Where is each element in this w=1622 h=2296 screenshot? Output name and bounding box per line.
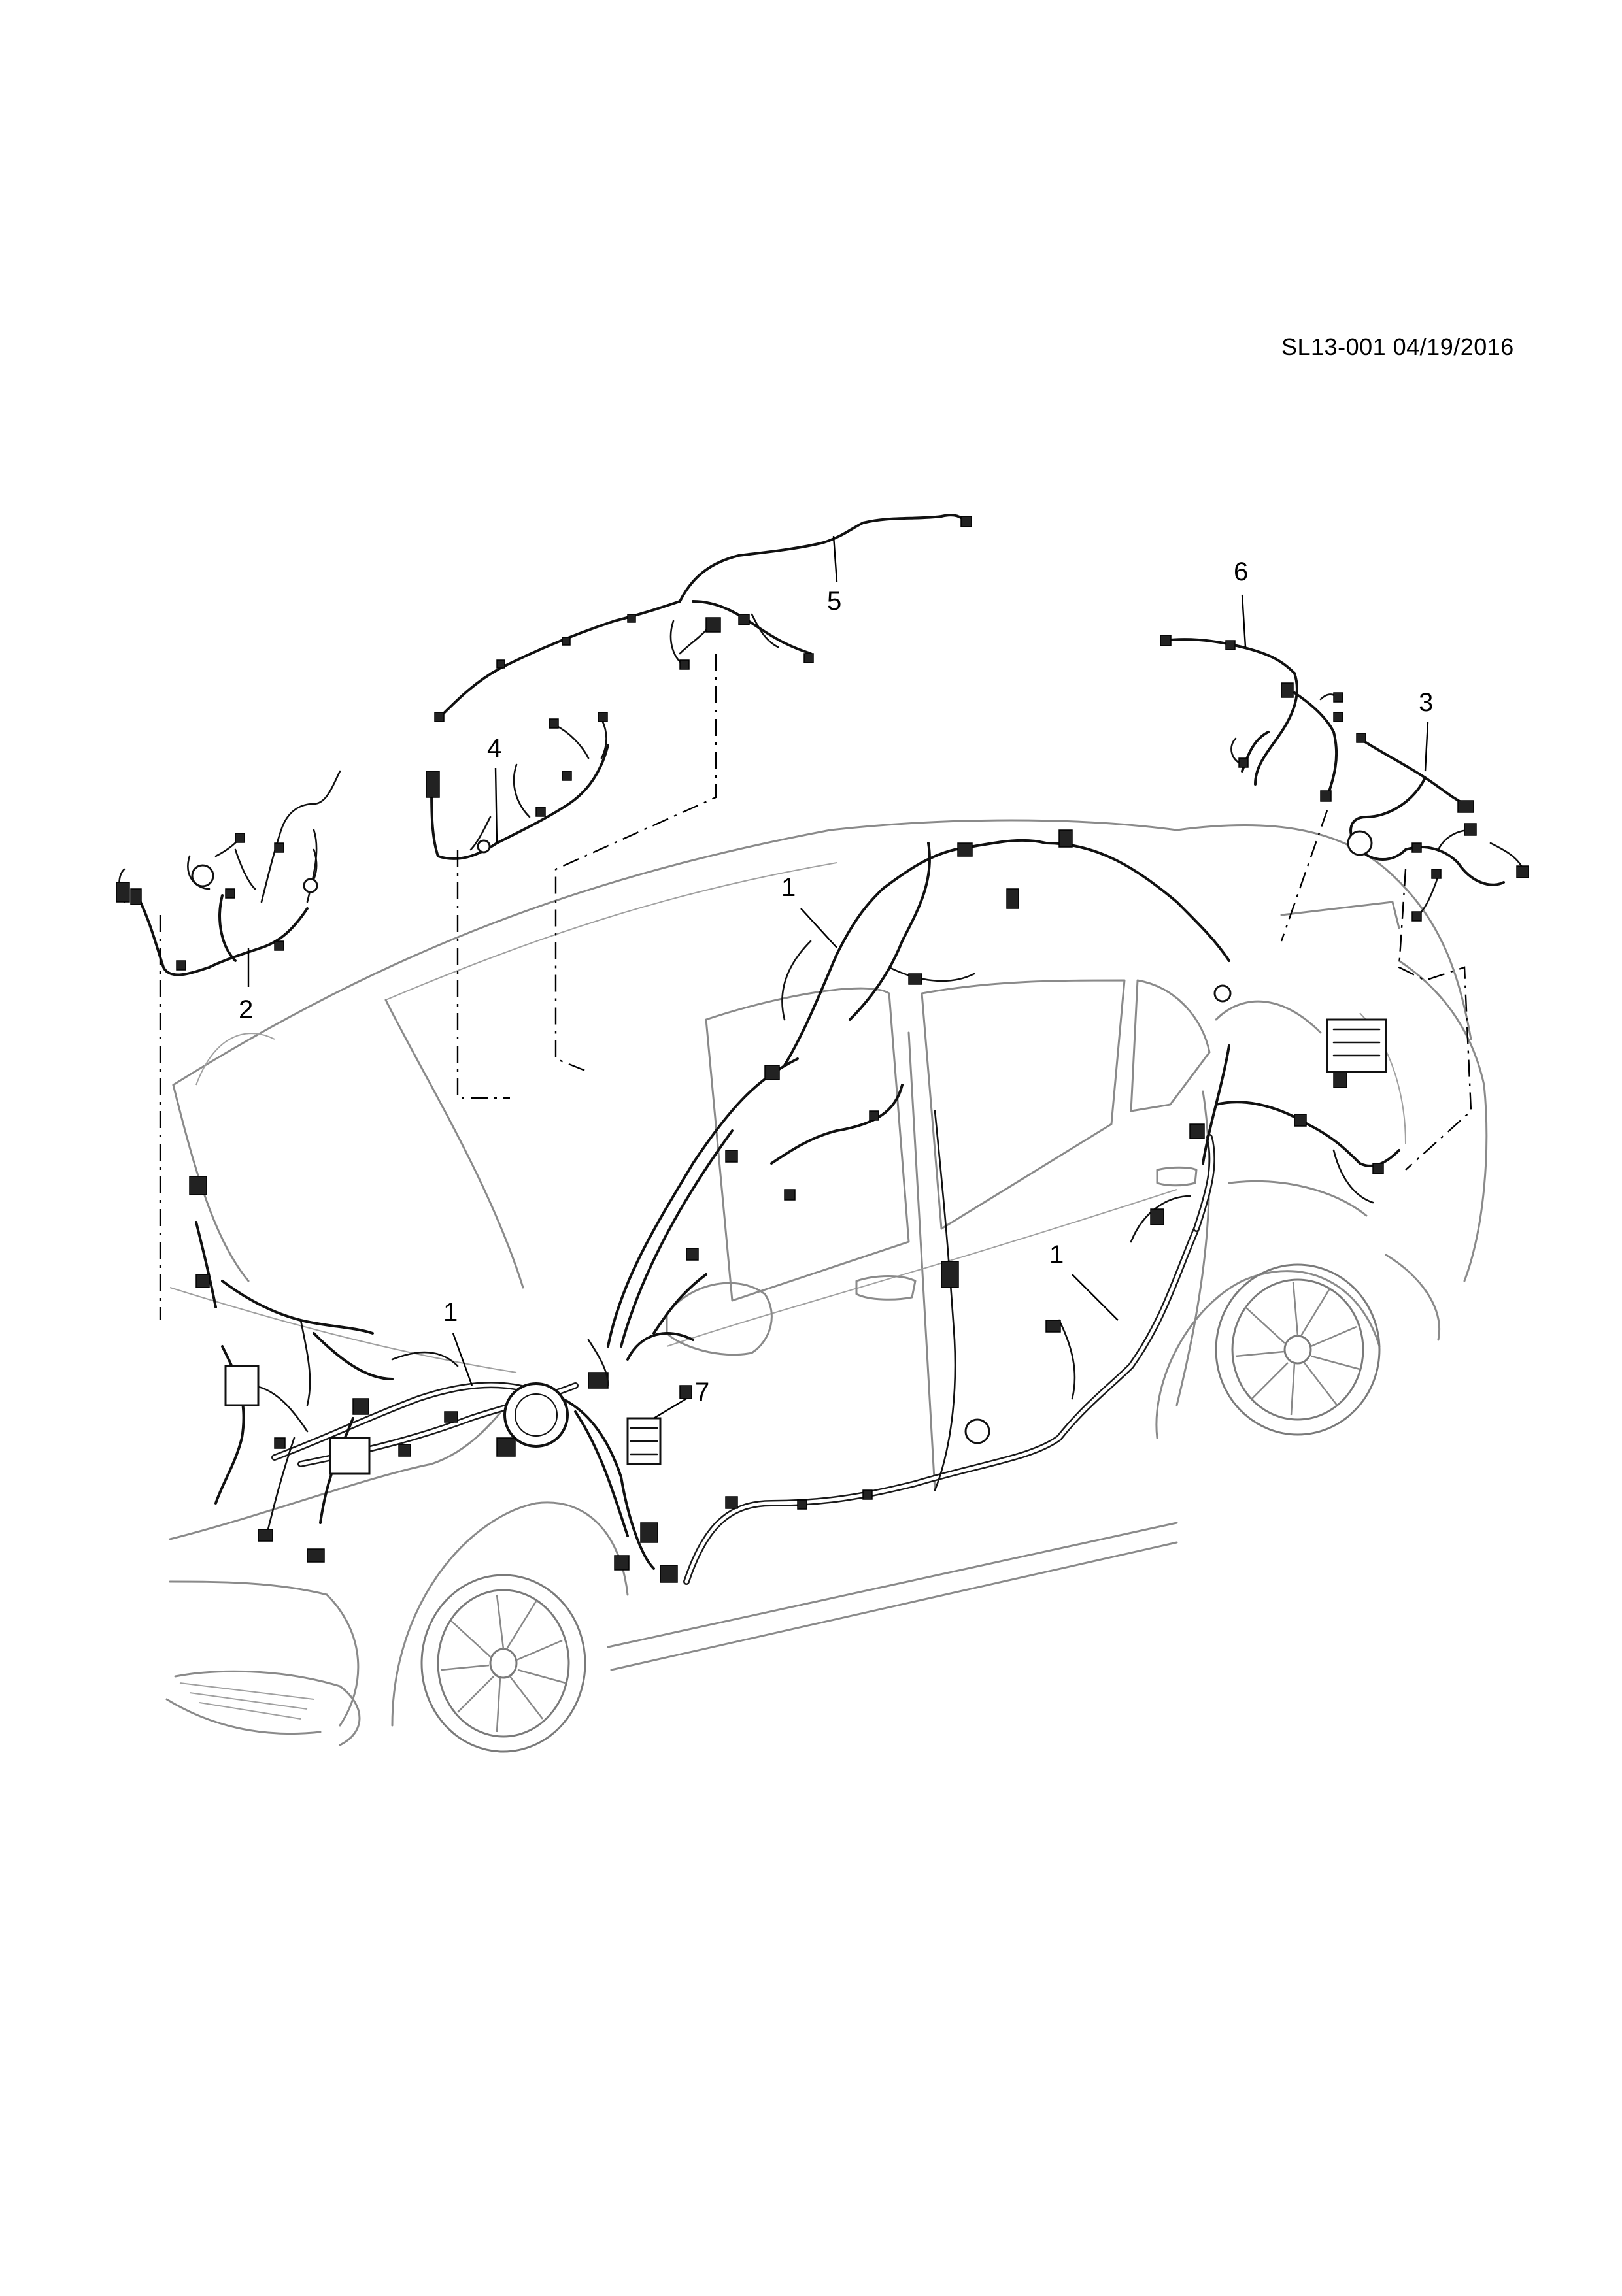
front-wheel (420, 1574, 586, 1753)
main-body-harness (297, 829, 1400, 1585)
harness-5 (434, 514, 972, 722)
callout-1-front: 1 (443, 1298, 458, 1327)
callout-1-roof: 1 (781, 873, 796, 902)
callout-4: 4 (487, 734, 502, 763)
drawing-reference-code: SL13-001 04/19/2016 (1281, 333, 1514, 360)
instrument-panel-harness (189, 1176, 694, 1583)
installation-guide-lines (159, 654, 1472, 1320)
callout-6: 6 (1234, 557, 1249, 586)
rear-wheel (1215, 1263, 1381, 1436)
callout-leaders (247, 535, 1429, 1420)
callout-7: 7 (695, 1378, 710, 1406)
callout-2: 2 (239, 995, 254, 1024)
callout-5: 5 (827, 587, 842, 616)
harness-2 (116, 770, 341, 976)
callout-1-rear: 1 (1049, 1240, 1064, 1269)
car-body-outline (165, 819, 1488, 1746)
harness-6 (1160, 635, 1343, 802)
callout-3: 3 (1419, 688, 1434, 717)
harness-3 (1347, 733, 1529, 922)
harness-4 (426, 712, 609, 860)
